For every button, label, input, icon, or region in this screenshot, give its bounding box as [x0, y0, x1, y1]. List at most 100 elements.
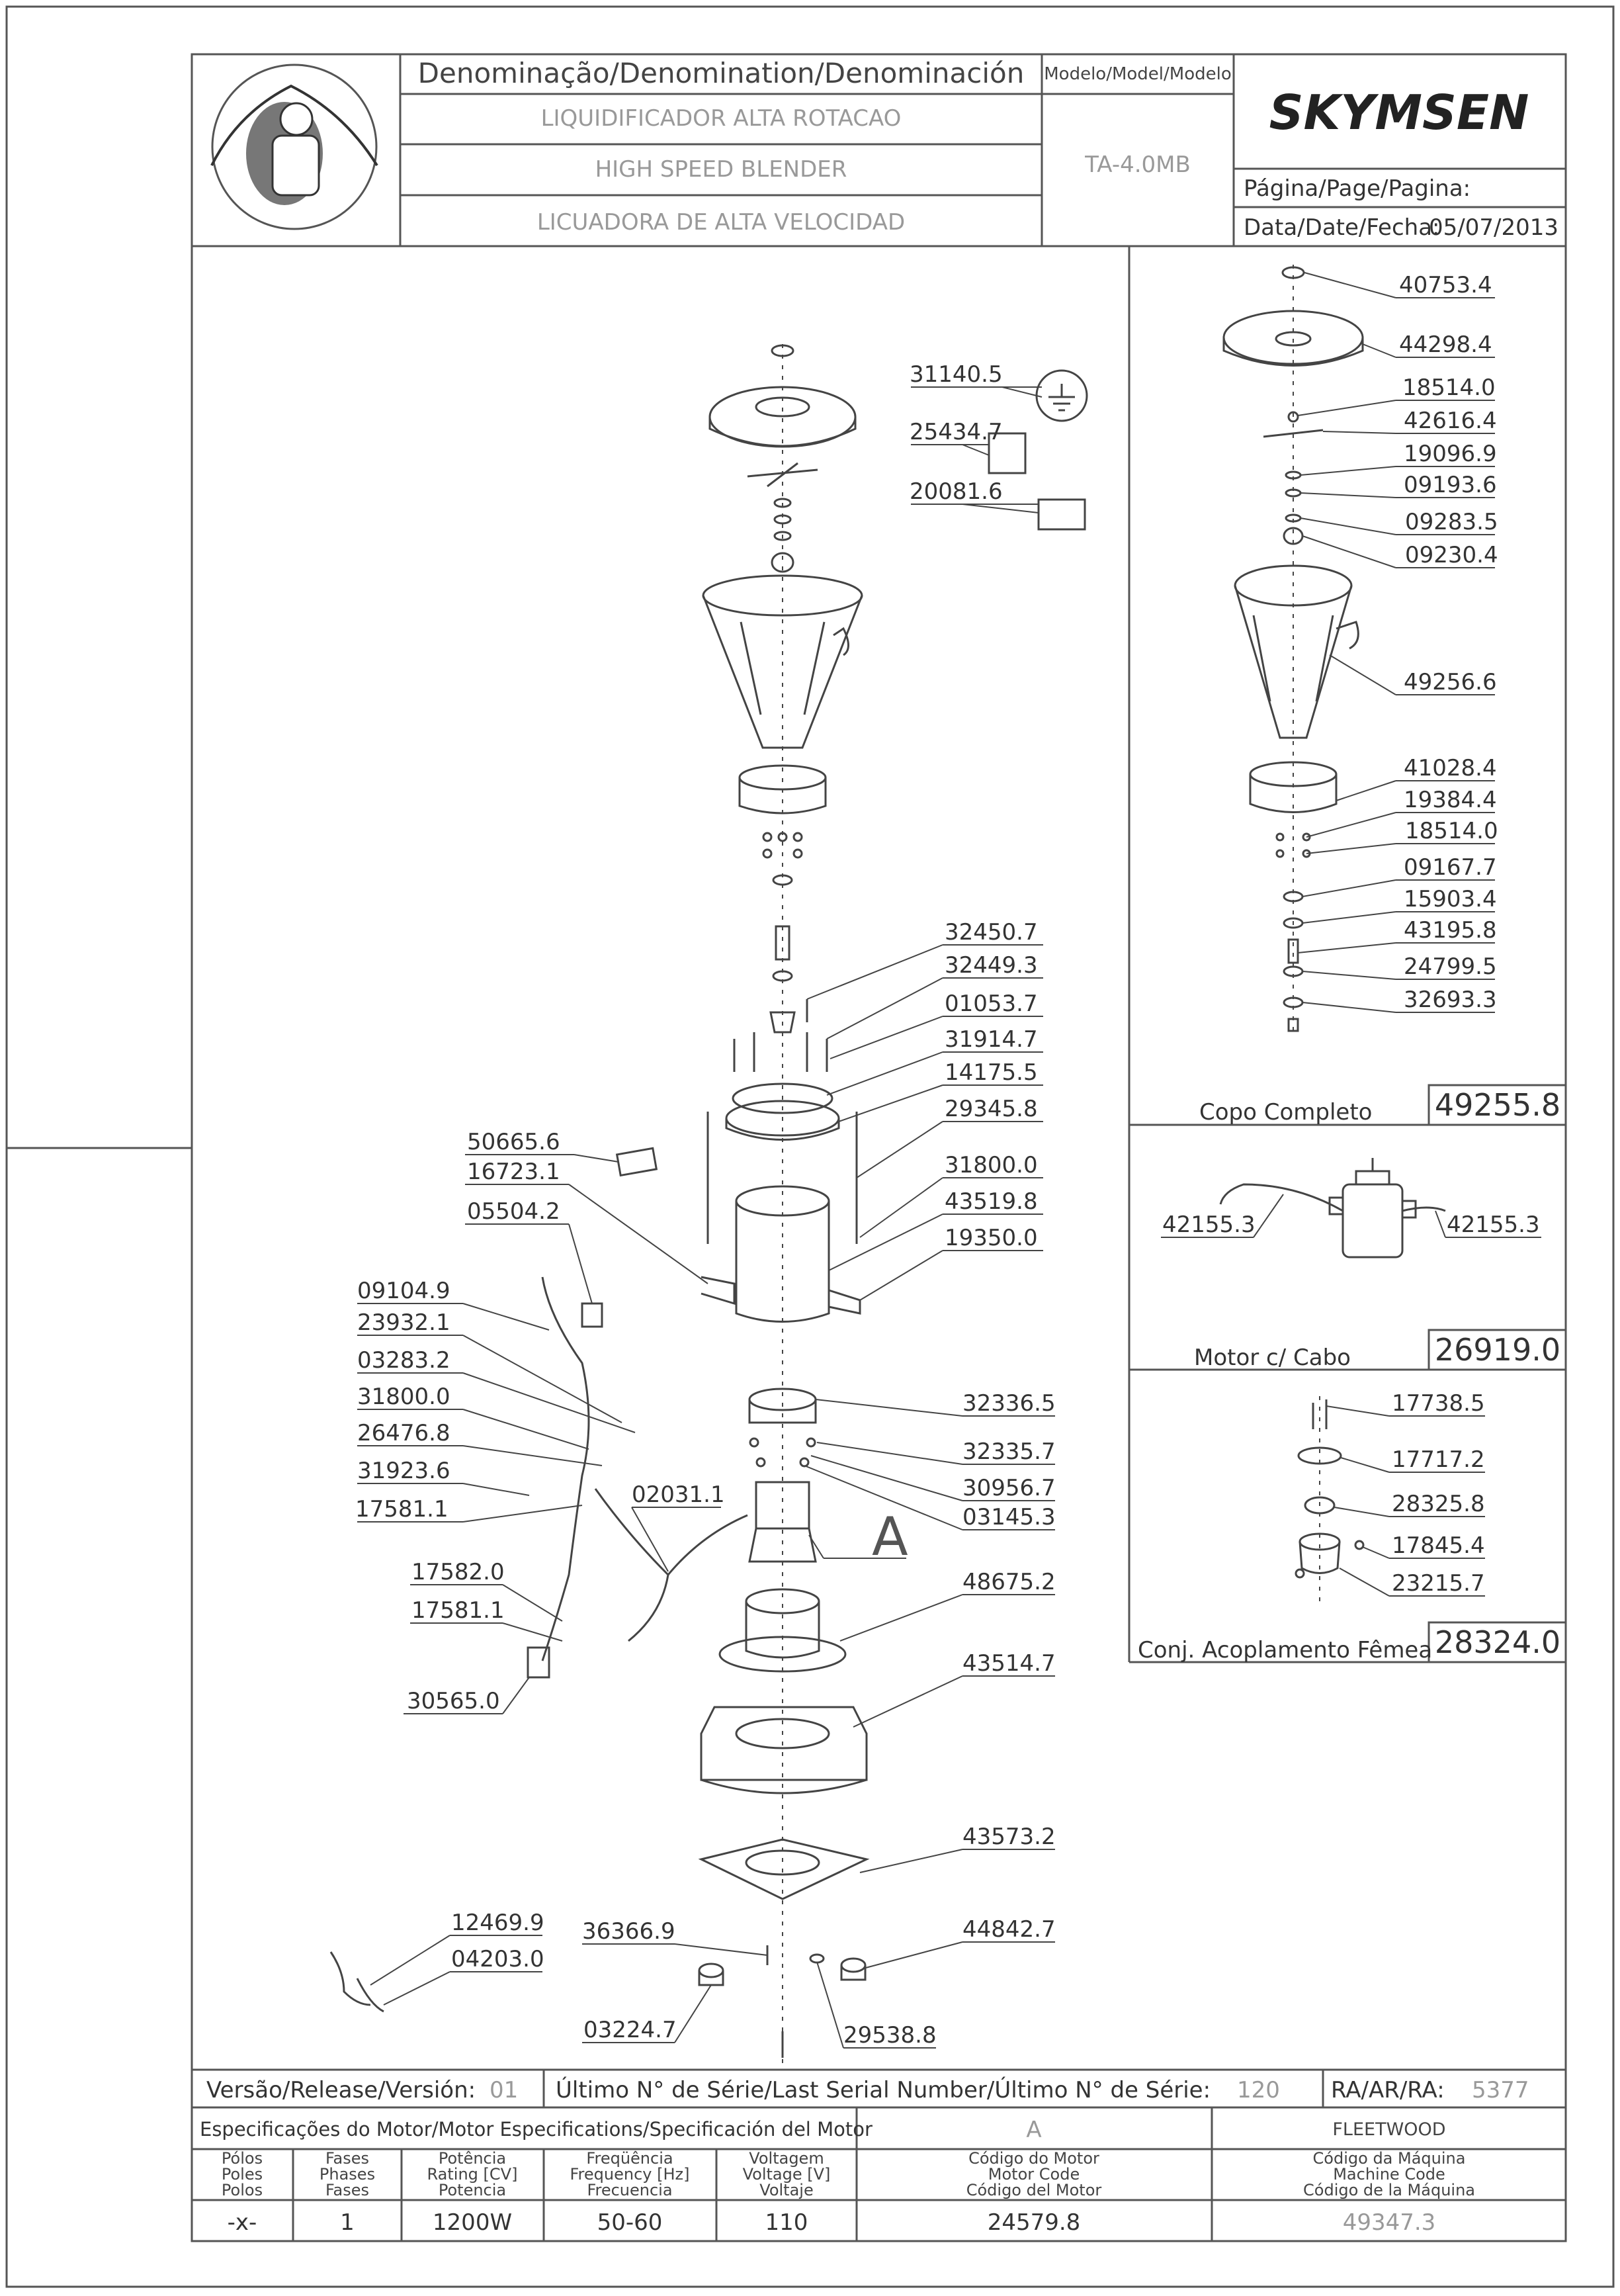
part-number-label: 09193.6 — [1404, 472, 1497, 498]
part-number-label: 31800.0 — [945, 1152, 1038, 1178]
part-number-label: 09167.7 — [1404, 854, 1497, 881]
footer-column-header: Poles — [222, 2165, 263, 2184]
part-number-label: 04203.0 — [451, 1946, 544, 1972]
copo-part-labels: 40753.444298.418514.042616.419096.909193… — [1399, 272, 1498, 1013]
footer-column-header: Frecuencia — [587, 2181, 672, 2199]
date-label: Data/Date/Fecha: — [1244, 214, 1440, 241]
part-number-label: 19350.0 — [945, 1225, 1038, 1251]
footer-column-header: Machine Code — [1333, 2165, 1445, 2184]
part-number-label: 26476.8 — [357, 1420, 450, 1446]
footer-column-headers: PólosPolesPolosFasesPhasesFasesPotênciaR… — [222, 2149, 1475, 2199]
footer-column-header: Fases — [325, 2149, 369, 2168]
part-number-label: 36366.9 — [582, 1918, 675, 1945]
part-number-label: 03224.7 — [583, 2017, 677, 2043]
footer-column-header: Polos — [222, 2181, 263, 2199]
part-number-label: 19096.9 — [1404, 441, 1497, 467]
part-number-label: 09283.5 — [1405, 509, 1498, 535]
denomination-label: Denominação/Denomination/Denominación — [418, 57, 1025, 89]
footer-column-header: Fases — [325, 2181, 369, 2199]
motor-drawing — [1219, 1158, 1446, 1258]
footer-column-header: Pólos — [222, 2149, 263, 2168]
motor-title: Motor c/ Cabo — [1194, 1345, 1351, 1371]
footer-column-header: Código do Motor — [968, 2149, 1099, 2168]
footer-column-header: Freqüência — [586, 2149, 673, 2168]
part-number-label: 01053.7 — [945, 991, 1038, 1017]
part-number-label: 30565.0 — [407, 1688, 500, 1714]
main-assembly-drawing — [329, 344, 1088, 2064]
name-en: HIGH SPEED BLENDER — [595, 156, 847, 183]
part-number-label: 49256.6 — [1404, 669, 1497, 695]
main-part-labels: 31140.525434.720081.632450.732449.301053… — [355, 361, 1056, 2049]
part-number-label: 31140.5 — [910, 361, 1003, 388]
coupling-title: Conj. Acoplamento Fêmea — [1138, 1637, 1432, 1663]
part-number-label: 43519.8 — [945, 1188, 1038, 1215]
part-number-label: 25434.7 — [910, 419, 1003, 445]
part-number-label: 23215.7 — [1392, 1570, 1485, 1597]
coupling-code: 28324.0 — [1435, 1624, 1560, 1660]
manufacturer: FLEETWOOD — [1332, 2119, 1445, 2140]
page-label: Página/Page/Pagina: — [1244, 175, 1471, 202]
copo-drawing — [1222, 265, 1364, 1032]
footer-column-header: Motor Code — [988, 2165, 1080, 2184]
model-label: Modelo/Model/Modelo — [1044, 64, 1232, 84]
part-number-label: 29345.8 — [945, 1096, 1038, 1122]
part-number-label: 24799.5 — [1404, 953, 1497, 980]
motor-code-value: 24579.8 — [988, 2209, 1081, 2236]
part-number-label: 44842.7 — [962, 1916, 1056, 1943]
voltage-value: 110 — [765, 2209, 808, 2236]
part-number-label: 29538.8 — [843, 2022, 937, 2049]
part-number-label: 05504.2 — [467, 1198, 560, 1225]
footer-column-header: Rating [CV] — [427, 2165, 518, 2184]
part-number-label: 19384.4 — [1404, 787, 1497, 813]
part-number-label: 32693.3 — [1404, 987, 1497, 1013]
part-number-label: 17581.1 — [355, 1496, 448, 1523]
motor-part-left: 42155.3 — [1162, 1212, 1256, 1238]
part-number-label: 17738.5 — [1392, 1390, 1485, 1417]
copo-leaders — [1297, 272, 1495, 1013]
part-number-label: 50665.6 — [467, 1129, 560, 1155]
part-number-label: 44298.4 — [1399, 331, 1492, 358]
version-value: 01 — [490, 2077, 518, 2103]
footer-column-header: Voltage [V] — [743, 2165, 831, 2184]
serial-value: 120 — [1237, 2077, 1280, 2103]
part-number-label: 32335.7 — [962, 1438, 1056, 1465]
part-number-label: 17582.0 — [411, 1559, 505, 1585]
part-number-label: 28325.8 — [1392, 1491, 1485, 1517]
phases-value: 1 — [340, 2209, 355, 2236]
poles-value: -x- — [228, 2209, 257, 2236]
date-value: 05/07/2013 — [1429, 214, 1558, 241]
part-number-label: 03145.3 — [962, 1504, 1056, 1530]
motor-spec-letter: A — [1026, 2117, 1041, 2143]
part-number-label: 18514.0 — [1402, 375, 1496, 401]
motor-leaders — [1161, 1194, 1541, 1238]
part-number-label: 31914.7 — [945, 1026, 1038, 1053]
part-number-label: 14175.5 — [945, 1059, 1038, 1086]
part-number-label: 23932.1 — [357, 1309, 450, 1336]
part-number-label: 16723.1 — [467, 1159, 560, 1185]
part-number-label: 32449.3 — [945, 952, 1038, 979]
motor-code: 26919.0 — [1435, 1332, 1560, 1368]
part-number-label: 32336.5 — [962, 1390, 1056, 1417]
footer-column-header: Voltaje — [759, 2181, 813, 2199]
part-number-label: 43195.8 — [1404, 917, 1497, 944]
footer-column-header: Frequency [Hz] — [570, 2165, 690, 2184]
copo-title: Copo Completo — [1199, 1099, 1372, 1126]
part-number-label: 12469.9 — [451, 1910, 544, 1936]
part-number-label: 31923.6 — [357, 1458, 450, 1484]
part-number-label: 02031.1 — [632, 1481, 725, 1508]
callout-a: A — [872, 1506, 908, 1567]
model-value: TA-4.0MB — [1084, 152, 1191, 178]
machine-code-value: 49347.3 — [1343, 2209, 1436, 2236]
footer-column-header: Código da Máquina — [1313, 2149, 1466, 2168]
part-number-label: 09104.9 — [357, 1278, 450, 1304]
part-number-label: 43514.7 — [962, 1650, 1056, 1677]
serial-label: Último N° de Série/Last Serial Number/Úl… — [556, 2076, 1211, 2103]
part-number-label: 15903.4 — [1404, 886, 1497, 912]
coupling-drawing — [1295, 1396, 1365, 1608]
part-number-label: 43573.2 — [962, 1824, 1056, 1850]
footer-column-header: Potencia — [439, 2181, 506, 2199]
part-number-label: 17845.4 — [1392, 1532, 1485, 1559]
part-number-label: 32450.7 — [945, 919, 1038, 946]
